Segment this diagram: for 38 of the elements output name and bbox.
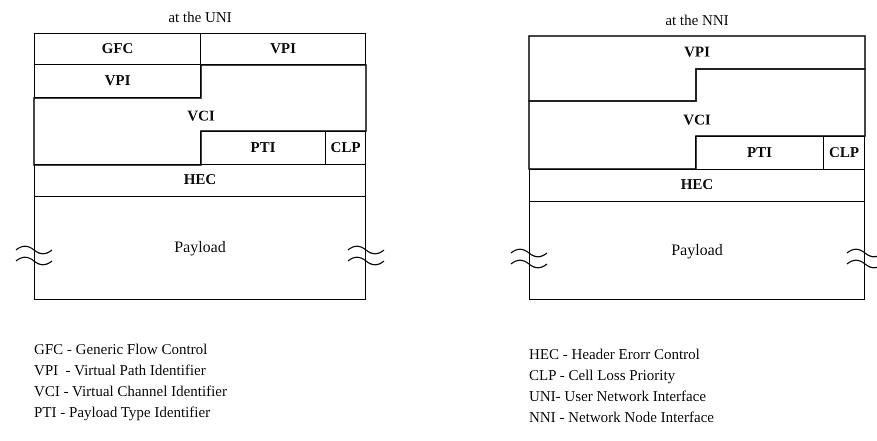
field-label: Payload <box>671 242 723 258</box>
field-label: PTI <box>746 144 772 162</box>
abbreviation-note: VPI - Virtual Path Identifier <box>34 362 206 380</box>
diagram-heading: at the NNI <box>665 13 729 29</box>
header-field <box>823 136 865 170</box>
payload-field <box>34 196 366 300</box>
header-field <box>34 65 366 165</box>
abbreviation-note: PTI - Payload Type Identifier <box>34 404 210 422</box>
header-field <box>695 136 824 170</box>
abbreviation-note: GFC - Generic Flow Control <box>34 341 208 359</box>
header-field <box>529 36 865 101</box>
field-label: VCI <box>683 112 711 130</box>
header-field <box>529 169 865 202</box>
header-field <box>325 131 366 165</box>
header-field <box>200 33 366 65</box>
field-label: VPI <box>684 44 710 62</box>
field-label: VPI <box>104 72 130 90</box>
abbreviation-note: VCI - Virtual Channel Identifier <box>34 383 227 401</box>
field-label: VCI <box>187 108 215 126</box>
field-label: GFC <box>102 40 134 58</box>
payload-field <box>529 201 865 300</box>
header-field <box>529 69 865 169</box>
header-field <box>34 33 201 65</box>
field-label: PTI <box>250 140 276 156</box>
header-field <box>34 164 366 197</box>
header-field <box>200 131 326 165</box>
field-label: CLP <box>330 140 360 156</box>
abbreviation-note: HEC - Header Erorr Control <box>529 346 700 364</box>
abbreviation-note: UNI- User Network Interface <box>529 388 706 406</box>
field-label: HEC <box>184 172 216 189</box>
header-field <box>34 64 201 98</box>
field-label: Payload <box>174 239 226 256</box>
field-label: HEC <box>680 177 714 194</box>
abbreviation-note: CLP - Cell Loss Priority <box>529 367 676 385</box>
field-label: CLP <box>829 144 859 162</box>
diagram-heading: at the UNI <box>168 10 232 26</box>
abbreviation-note: NNI - Network Node Interface <box>529 409 714 427</box>
field-label: VPI <box>270 40 296 58</box>
